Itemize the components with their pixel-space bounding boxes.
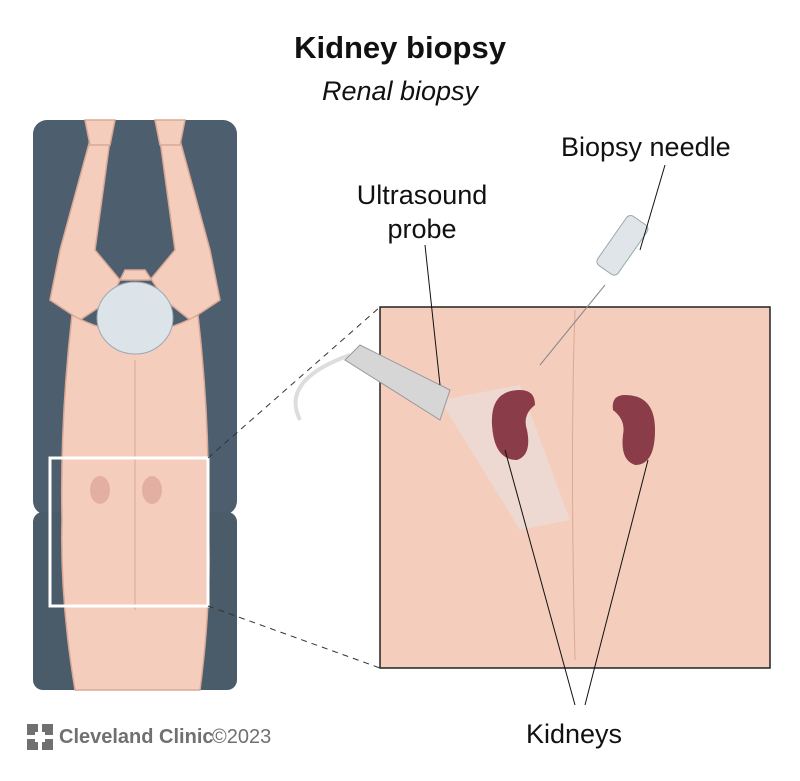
ultrasound-beam bbox=[440, 385, 570, 530]
cleveland-clinic-logo: Cleveland Clinic bbox=[27, 724, 214, 750]
kidney-right bbox=[612, 395, 655, 465]
logo-mark-icon bbox=[27, 724, 53, 750]
diagram-subtitle: Renal biopsy bbox=[321, 76, 479, 106]
callout-line bbox=[207, 306, 381, 459]
kidney-leader-right bbox=[584, 459, 649, 706]
kidneys-label: Kidneys bbox=[526, 719, 623, 749]
biopsy-needle bbox=[596, 215, 649, 276]
small-kidney-left bbox=[90, 476, 110, 504]
inset-spine bbox=[572, 309, 576, 661]
ultrasound-probe-label: Ultrasound probe bbox=[346, 178, 498, 246]
needle-leader bbox=[639, 164, 666, 251]
probe-label-line2: probe bbox=[387, 214, 457, 244]
head-cap bbox=[96, 281, 174, 355]
probe-cable bbox=[293, 353, 351, 421]
needle-shaft bbox=[539, 284, 606, 366]
kidney-left bbox=[491, 390, 535, 460]
brand-name: Cleveland Clinic bbox=[59, 725, 214, 748]
ultrasound-probe bbox=[344, 344, 451, 421]
inset-box bbox=[379, 306, 771, 669]
callout-line bbox=[207, 605, 381, 669]
zoom-region bbox=[48, 456, 210, 608]
diagram-title: Kidney biopsy bbox=[294, 30, 506, 65]
kidney-leader-left bbox=[504, 449, 576, 706]
biopsy-needle-label: Biopsy needle bbox=[561, 132, 731, 162]
probe-leader bbox=[424, 244, 441, 386]
small-kidney-right bbox=[142, 476, 162, 504]
copyright: ©2023 bbox=[212, 726, 272, 748]
probe-label-line1: Ultrasound bbox=[356, 180, 488, 210]
